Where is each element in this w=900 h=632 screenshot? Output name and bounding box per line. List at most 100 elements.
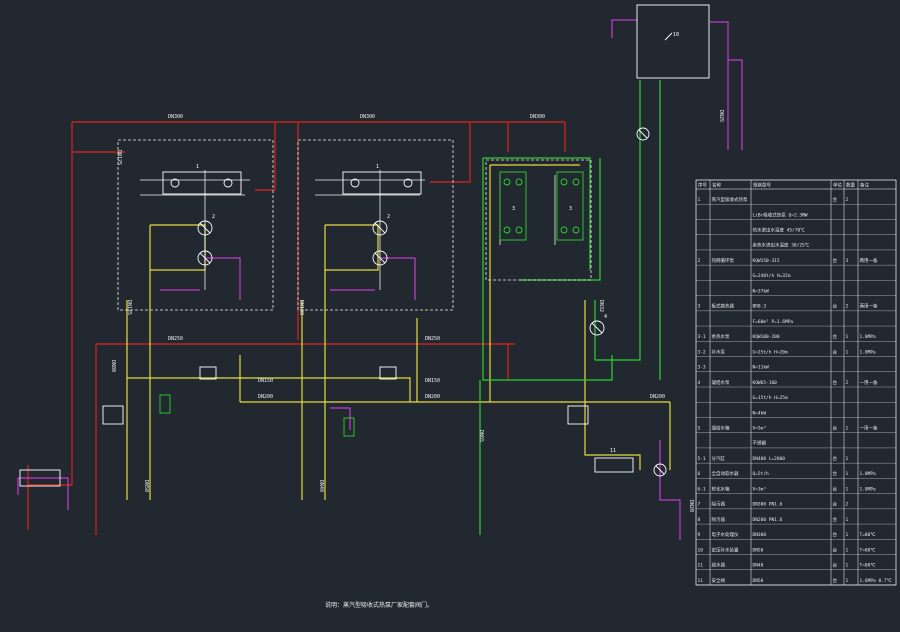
equipment-tag-pump-2: 2 bbox=[387, 214, 390, 220]
pump-top[interactable] bbox=[636, 127, 650, 141]
condensate-tank[interactable] bbox=[636, 4, 710, 79]
equipment-tag-tank: 10 bbox=[673, 32, 679, 38]
table-cell: 1 bbox=[846, 578, 849, 584]
condensate-pipes bbox=[17, 19, 743, 540]
green-hx-right bbox=[520, 158, 601, 281]
table-cell: 5-1 bbox=[698, 456, 706, 462]
table-cell: 7 bbox=[698, 502, 701, 508]
pipe-label: DN150 bbox=[425, 378, 440, 384]
table-header-cell: 备注 bbox=[860, 182, 869, 189]
mg-left-lower bbox=[18, 477, 69, 510]
table-cell: DN300 bbox=[753, 532, 767, 538]
pipe-label: DN250 bbox=[168, 336, 183, 342]
heat-exchanger-1[interactable] bbox=[499, 171, 527, 241]
table-cell: DN400 L=2000 bbox=[753, 456, 786, 462]
table-cell: 3-2 bbox=[698, 349, 706, 355]
equipment-tag-main-pump: 4 bbox=[604, 314, 607, 320]
pipe-label: DN20 bbox=[688, 500, 694, 512]
steam-pipes bbox=[27, 121, 566, 535]
table-cell: 1 bbox=[846, 532, 849, 538]
hp2-nozzle-b bbox=[403, 178, 413, 188]
table-cell: 1 bbox=[846, 349, 849, 355]
hp1-valve-box[interactable] bbox=[199, 366, 217, 380]
green-riser-1 bbox=[595, 80, 641, 361]
table-cell: 台 bbox=[833, 516, 838, 523]
table-cell: 凝结水泵 bbox=[712, 379, 730, 386]
table-cell: F=60m² P=1.6MPa bbox=[753, 319, 794, 325]
table-cell: 1 bbox=[846, 517, 849, 523]
table-cell: 台 bbox=[833, 455, 838, 462]
pipe-label: DN200 bbox=[650, 394, 665, 400]
table-cell: 1.6MPa 0.7℃ bbox=[860, 578, 893, 584]
table-cell: N=11kW bbox=[753, 365, 770, 371]
table-cell: 6 bbox=[698, 471, 701, 477]
table-cell: 1 bbox=[846, 547, 849, 553]
drawing-caption: 说明：蒸汽型吸收式热泵厂家配套阀门。 bbox=[325, 601, 433, 609]
table-cell: T=80℃ bbox=[860, 532, 877, 538]
left-filter-unit[interactable] bbox=[19, 469, 61, 487]
table-cell: N=37kW bbox=[753, 288, 770, 294]
pipe-label: DN32 bbox=[598, 300, 604, 312]
table-cell: 凝结水箱 bbox=[712, 424, 730, 431]
heat-pump-2-generator[interactable] bbox=[342, 171, 422, 195]
table-cell: 1 bbox=[698, 197, 701, 203]
mg-tank-out bbox=[710, 21, 729, 150]
table-cell: G=240t/h H=32m bbox=[753, 273, 791, 279]
table-cell: 1 bbox=[846, 334, 849, 340]
pump-main[interactable] bbox=[589, 320, 605, 336]
table-cell: 板式换热器 bbox=[712, 303, 735, 310]
mg-hp2-out bbox=[380, 257, 416, 300]
table-cell: 台 bbox=[833, 470, 838, 477]
table-cell: 疏水器 bbox=[712, 562, 726, 569]
hw-inner-hp2 bbox=[325, 224, 379, 271]
table-cell: T=80℃ bbox=[860, 547, 877, 553]
hp1-boundary bbox=[117, 139, 274, 311]
table-cell: 台 bbox=[833, 257, 838, 264]
table-cell: 蒸汽型吸收式热泵 bbox=[712, 196, 748, 203]
hx1-ports bbox=[503, 178, 523, 234]
table-cell: 台 bbox=[833, 333, 838, 340]
table-cell: 6-1 bbox=[698, 486, 706, 492]
table-cell: DN50 bbox=[753, 578, 764, 584]
lower-tank-box[interactable] bbox=[567, 405, 589, 425]
table-header-cell: 数量 bbox=[846, 182, 855, 189]
hp1-nozzle-a bbox=[170, 178, 180, 188]
table-cell: 2 bbox=[846, 380, 849, 386]
mg-hp1-out bbox=[205, 257, 241, 300]
pump-2b[interactable] bbox=[372, 250, 388, 266]
table-cell: BR0.3 bbox=[753, 304, 767, 310]
hp2-valve-box[interactable] bbox=[379, 366, 397, 380]
cooling-water-pipes bbox=[479, 80, 661, 535]
table-cell: 台 bbox=[833, 424, 838, 431]
table-cell: DN200 PN1.6 bbox=[753, 517, 783, 523]
equipment-tag-hx-2: 3 bbox=[569, 206, 572, 212]
table-cell: 8 bbox=[698, 517, 701, 523]
heat-pump-1-generator[interactable] bbox=[162, 171, 242, 195]
pipe-label: DN300 bbox=[168, 114, 183, 120]
table-cell: 余热水进出水温度 30/25℃ bbox=[753, 242, 810, 249]
dosing-unit[interactable] bbox=[102, 405, 124, 425]
table-cell: 热水进出水温度 45/70℃ bbox=[753, 226, 806, 233]
hx-boundary bbox=[485, 159, 592, 281]
pump-lower-right[interactable] bbox=[653, 463, 667, 477]
pump-1b[interactable] bbox=[197, 250, 213, 266]
table-header-cell: 单位 bbox=[833, 182, 842, 189]
softener-unit[interactable] bbox=[594, 457, 634, 473]
table-cell: N=4kW bbox=[753, 410, 767, 416]
table-cell: 两用一备 bbox=[860, 257, 878, 264]
pump-1a[interactable] bbox=[197, 220, 213, 236]
table-cell: 2 bbox=[846, 502, 849, 508]
heat-exchanger-2[interactable] bbox=[556, 171, 584, 241]
pipe-label: DN80 bbox=[110, 360, 116, 372]
table-cell: 全自动软水器 bbox=[712, 470, 739, 477]
equipment-tag-heat-pump-1: 1 bbox=[196, 164, 199, 170]
table-cell: 11 bbox=[698, 563, 704, 569]
table-cell: LiBr吸收式热泵 Q=2.3MW bbox=[753, 211, 808, 218]
pump-2a[interactable] bbox=[372, 220, 388, 236]
pipe-label: DN300 bbox=[360, 114, 375, 120]
table-cell: 一用一备 bbox=[860, 379, 878, 386]
mg-tank-out2 bbox=[728, 59, 743, 150]
pipe-label: DN300 bbox=[530, 114, 545, 120]
hp2-boundary bbox=[297, 139, 454, 311]
